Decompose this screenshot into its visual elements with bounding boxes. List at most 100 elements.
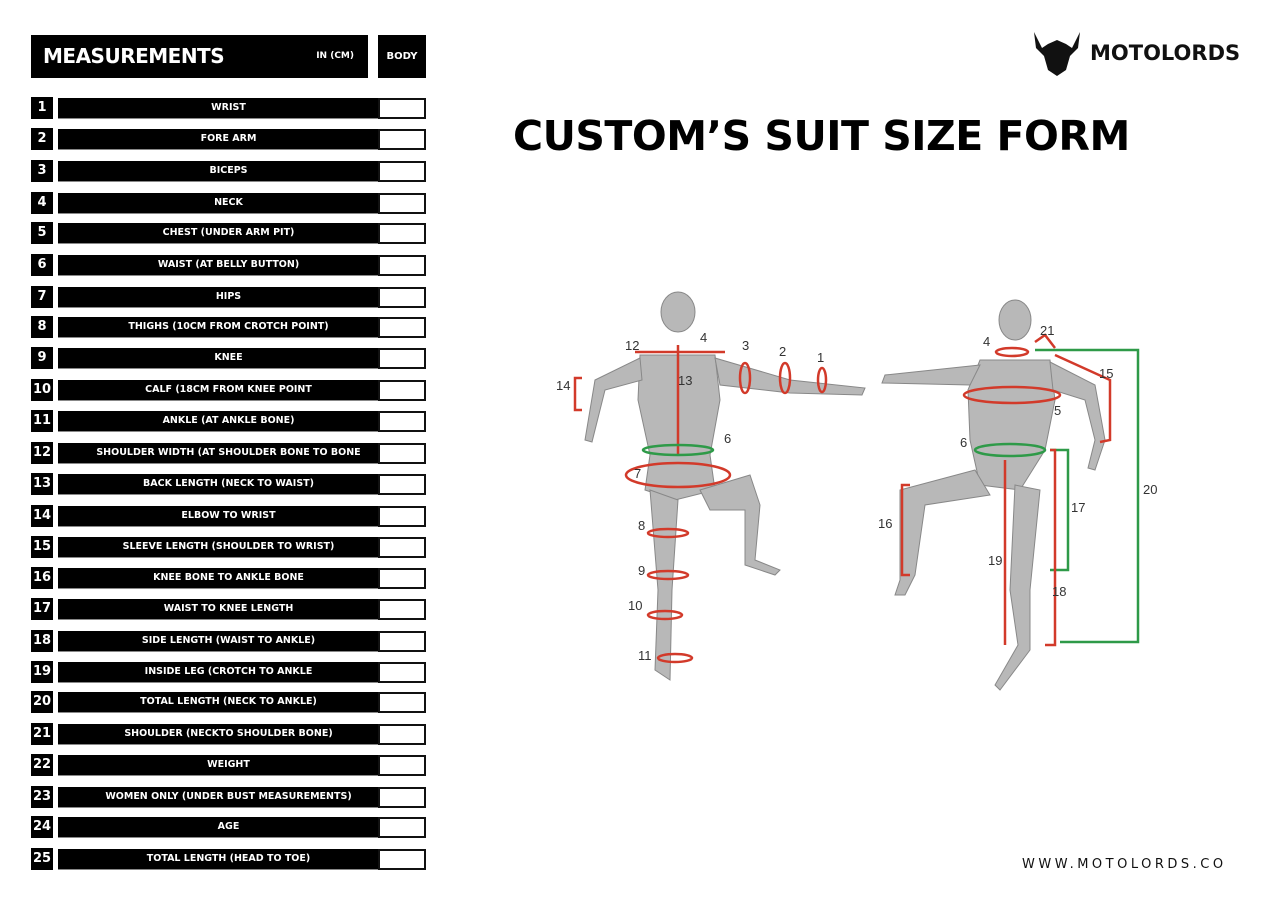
row-number: 11 (31, 410, 53, 432)
measurements-header: MEASUREMENTS IN (CM) (31, 35, 368, 78)
svg-text:21: 21 (1040, 323, 1054, 338)
measurement-row: 22 WEIGHT (31, 754, 426, 776)
row-label: SIDE LENGTH (WAIST TO ANKLE) (58, 631, 399, 652)
measurement-row: 12 SHOULDER WIDTH (AT SHOULDER BONE TO B… (31, 442, 426, 464)
row-number: 4 (31, 192, 53, 214)
row-label: WAIST (AT BELLY BUTTON) (58, 255, 399, 276)
measurement-input[interactable] (378, 755, 426, 776)
measurement-input[interactable] (378, 506, 426, 527)
measurement-row: 7 HIPS (31, 286, 426, 308)
measurement-input[interactable] (378, 849, 426, 870)
website-url[interactable]: WWW.MOTOLORDS.CO (1022, 857, 1227, 872)
measurement-input[interactable] (378, 443, 426, 464)
row-label: HIPS (58, 287, 399, 308)
measurement-input[interactable] (378, 631, 426, 652)
row-label: ELBOW TO WRIST (58, 506, 399, 527)
row-number: 12 (31, 442, 53, 464)
measurement-row: 2 FORE ARM (31, 128, 426, 150)
measurement-input[interactable] (378, 317, 426, 338)
row-number: 1 (31, 97, 53, 119)
svg-text:3: 3 (742, 338, 749, 353)
measurement-input[interactable] (378, 98, 426, 119)
measurement-row: 3 BICEPS (31, 160, 426, 182)
measurement-input[interactable] (378, 537, 426, 558)
measurement-input[interactable] (378, 287, 426, 308)
svg-text:11: 11 (638, 648, 652, 663)
svg-text:6: 6 (960, 435, 967, 450)
row-number: 18 (31, 630, 53, 652)
measurement-input[interactable] (378, 599, 426, 620)
measurement-row: 11 ANKLE (AT ANKLE BONE) (31, 410, 426, 432)
row-number: 7 (31, 286, 53, 308)
measurement-row: 23 WOMEN ONLY (UNDER BUST MEASUREMENTS) (31, 786, 426, 808)
row-number: 8 (31, 316, 53, 338)
svg-text:4: 4 (700, 330, 707, 345)
measurement-input[interactable] (378, 348, 426, 369)
measurement-input[interactable] (378, 380, 426, 401)
measurement-input[interactable] (378, 817, 426, 838)
row-label: BACK LENGTH (NECK TO WAIST) (58, 474, 399, 495)
svg-text:1: 1 (817, 350, 824, 365)
measurement-row: 10 CALF (18CM FROM KNEE POINT (31, 379, 426, 401)
row-number: 2 (31, 128, 53, 150)
measurement-input[interactable] (378, 724, 426, 745)
measurement-input[interactable] (378, 692, 426, 713)
measurement-row: 18 SIDE LENGTH (WAIST TO ANKLE) (31, 630, 426, 652)
svg-text:7: 7 (634, 466, 641, 481)
row-number: 17 (31, 598, 53, 620)
svg-text:12: 12 (625, 338, 639, 353)
svg-text:15: 15 (1099, 366, 1113, 381)
measurement-input[interactable] (378, 474, 426, 495)
svg-text:13: 13 (678, 373, 692, 388)
measurements-title: MEASUREMENTS (43, 44, 225, 68)
row-label: SHOULDER (NECKTO SHOULDER BONE) (58, 724, 399, 745)
measurement-row: 6 WAIST (AT BELLY BUTTON) (31, 254, 426, 276)
svg-text:17: 17 (1071, 500, 1085, 515)
measurement-input[interactable] (378, 787, 426, 808)
row-label: SHOULDER WIDTH (AT SHOULDER BONE TO BONE (58, 443, 399, 464)
row-number: 6 (31, 254, 53, 276)
measurement-row: 9 KNEE (31, 347, 426, 369)
measurement-input[interactable] (378, 129, 426, 150)
measurement-input[interactable] (378, 223, 426, 244)
row-number: 10 (31, 379, 53, 401)
bull-head-icon (1034, 32, 1080, 76)
svg-text:10: 10 (628, 598, 642, 613)
measurement-input[interactable] (378, 193, 426, 214)
row-number: 13 (31, 473, 53, 495)
row-number: 14 (31, 505, 53, 527)
measurement-input[interactable] (378, 411, 426, 432)
svg-text:18: 18 (1052, 584, 1066, 599)
row-number: 3 (31, 160, 53, 182)
measurement-row: 24 AGE (31, 816, 426, 838)
row-label: THIGHS (10CM FROM CROTCH POINT) (58, 317, 399, 338)
measurement-row: 5 CHEST (UNDER ARM PIT) (31, 222, 426, 244)
measurement-row: 13 BACK LENGTH (NECK TO WAIST) (31, 473, 426, 495)
svg-text:19: 19 (988, 553, 1002, 568)
row-number: 21 (31, 723, 53, 745)
unit-label: IN (CM) (316, 51, 354, 61)
measurement-input[interactable] (378, 568, 426, 589)
row-number: 22 (31, 754, 53, 776)
row-number: 19 (31, 661, 53, 683)
page-title: CUSTOM’S SUIT SIZE FORM (513, 112, 1130, 160)
svg-text:2: 2 (779, 344, 786, 359)
row-number: 25 (31, 848, 53, 870)
measurement-input[interactable] (378, 255, 426, 276)
measurement-input[interactable] (378, 161, 426, 182)
row-label: WOMEN ONLY (UNDER BUST MEASUREMENTS) (58, 787, 399, 808)
row-label: WEIGHT (58, 755, 399, 776)
row-number: 16 (31, 567, 53, 589)
brand-logo: MOTOLORDS (1032, 30, 1240, 76)
row-label: ANKLE (AT ANKLE BONE) (58, 411, 399, 432)
measurement-row: 21 SHOULDER (NECKTO SHOULDER BONE) (31, 723, 426, 745)
svg-text:6: 6 (724, 431, 731, 446)
measurement-row: 15 SLEEVE LENGTH (SHOULDER TO WRIST) (31, 536, 426, 558)
row-number: 5 (31, 222, 53, 244)
svg-text:5: 5 (1054, 403, 1061, 418)
measurement-input[interactable] (378, 662, 426, 683)
row-label: CHEST (UNDER ARM PIT) (58, 223, 399, 244)
brand-name: MOTOLORDS (1090, 41, 1241, 65)
svg-text:14: 14 (556, 378, 570, 393)
row-number: 20 (31, 691, 53, 713)
